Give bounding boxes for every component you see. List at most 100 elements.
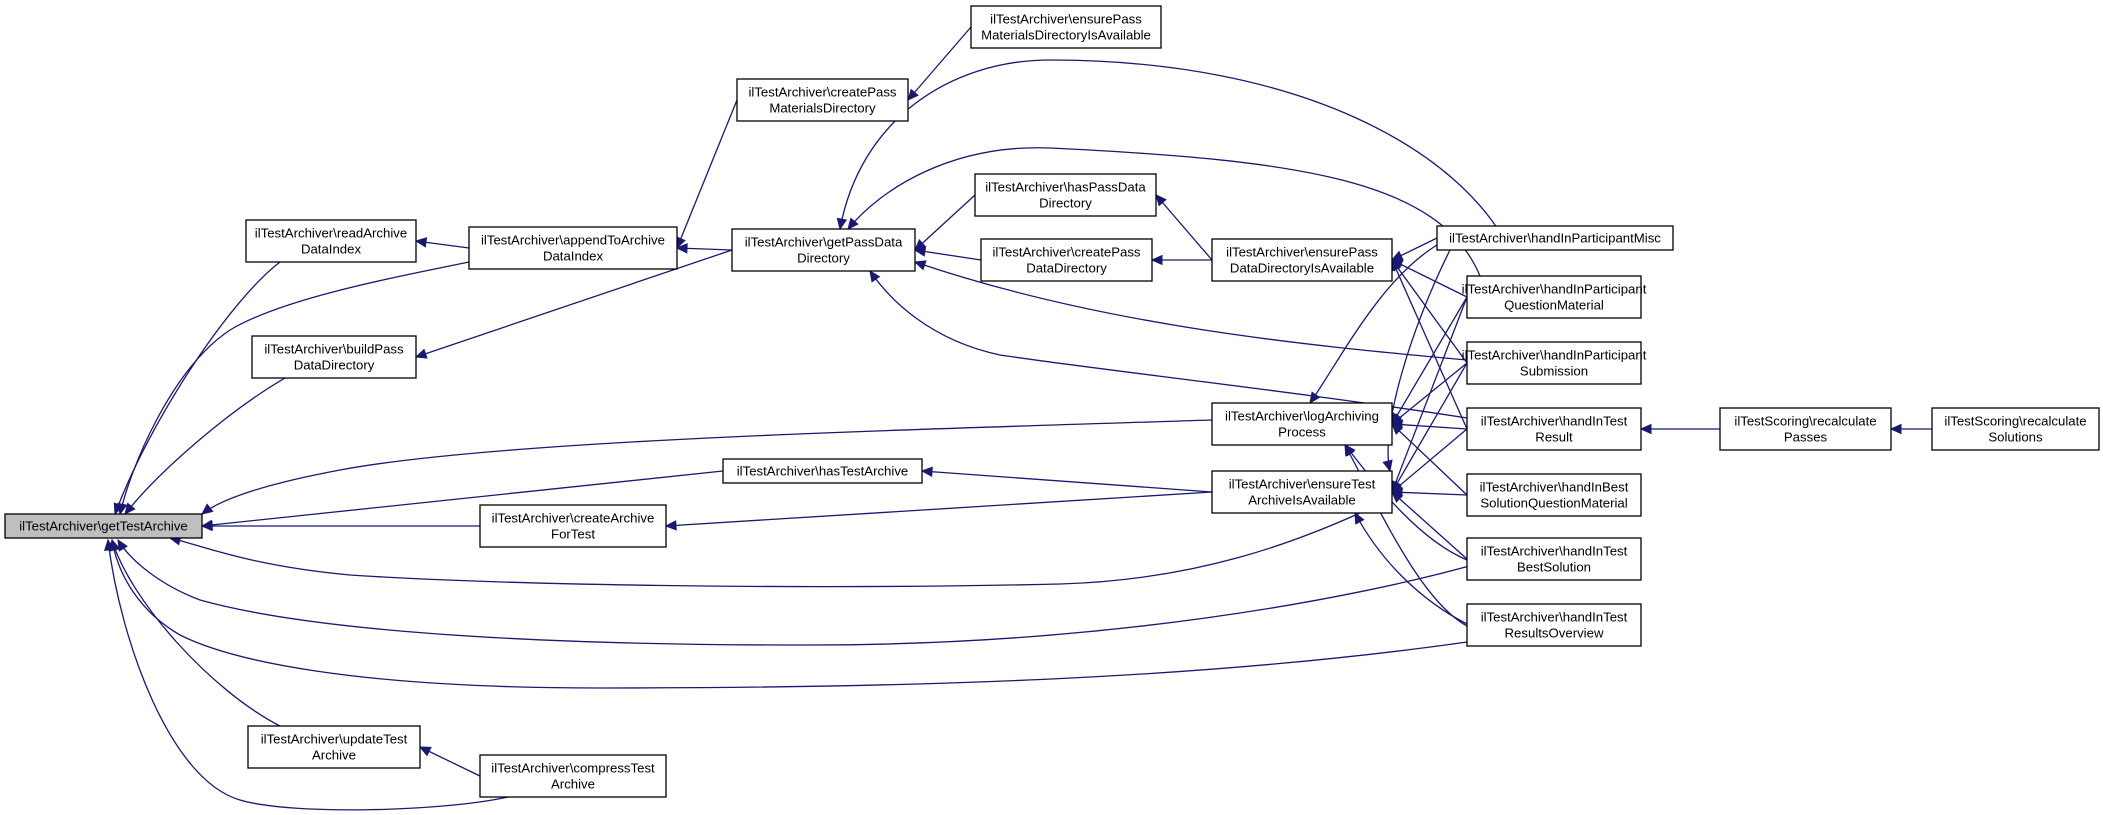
edge-createArchiveForTest-to-getTestArchive: [200, 520, 480, 532]
node-label-line: MaterialsDirectoryIsAvailable: [981, 28, 1151, 43]
arrowhead: [1391, 423, 1404, 436]
node-ensurePassMaterialsDirectoryIsAvailable[interactable]: ilTestArchiver\ensurePassMaterialsDirect…: [970, 5, 1162, 49]
edge-getPassDataDirectory-to-buildPassDataDirectory: [414, 249, 733, 359]
edge-line: [1391, 362, 1468, 493]
edge-line: [1391, 259, 1468, 430]
edge-line: [419, 746, 481, 777]
node-box: [970, 5, 1162, 49]
node-handInBestSolutionQuestionMaterial[interactable]: ilTestArchiver\handInBestSolutionQuestio…: [1466, 473, 1642, 517]
node-box: [722, 458, 923, 484]
edge-line: [665, 491, 1213, 527]
node-label-line: ilTestArchiver\hasPassData: [985, 180, 1146, 195]
node-hasTestArchive[interactable]: ilTestArchiver\hasTestArchive: [722, 458, 923, 484]
node-handInParticipantMisc[interactable]: ilTestArchiver\handInParticipantMisc: [1436, 225, 1674, 251]
node-handInParticipantQuestionMaterial[interactable]: ilTestArchiver\handInParticipantQuestion…: [1462, 275, 1647, 319]
edge-appendToArchiveDataIndex-to-getTestArchive: [117, 261, 470, 516]
arrowhead: [108, 538, 119, 552]
node-label-line: DataDirectoryIsAvailable: [1230, 261, 1374, 276]
node-label-line: ilTestArchiver\buildPass: [264, 342, 404, 357]
node-label-line: ilTestArchiver\ensurePass: [990, 12, 1142, 27]
node-box: [1466, 537, 1642, 581]
arrowhead: [117, 502, 128, 516]
node-label-line: DataIndex: [301, 242, 362, 257]
node-box: [245, 219, 417, 263]
edge-compressTestArchive-to-updateTestArchive: [418, 746, 481, 777]
node-label-line: ilTestArchiver\compressTest: [491, 761, 655, 776]
edge-line: [107, 539, 509, 811]
node-box: [479, 754, 667, 798]
edge-handInTestResultsOverview-to-getTestArchive: [108, 538, 1468, 689]
node-box: [1466, 275, 1642, 319]
edge-handInParticipantSubmission-to-ensureTestArchiveIsAvailable: [1391, 362, 1468, 494]
node-label-line: ilTestArchiver\handInParticipant: [1462, 282, 1647, 297]
edge-line: [169, 512, 1361, 588]
node-ensureTestArchiveIsAvailable[interactable]: ilTestArchiver\ensureTestArchiveIsAvaila…: [1211, 470, 1393, 514]
arrowhead: [414, 348, 428, 359]
arrowhead: [1344, 443, 1355, 457]
node-label-line: Process: [1278, 425, 1326, 440]
arrowhead: [1309, 391, 1321, 404]
node-ensurePassDataDirectoryIsAvailable[interactable]: ilTestArchiver\ensurePassDataDirectoryIs…: [1211, 238, 1393, 282]
edge-line: [1391, 259, 1468, 298]
edge-handInTestBestSolution-to-ensureTestArchiveIsAvailable: [1391, 491, 1468, 560]
edge-line: [1391, 491, 1468, 496]
node-box: [247, 725, 421, 769]
edge-handInParticipantQuestionMaterial-to-ensureTestArchiveIsAvailable: [1390, 296, 1468, 494]
edge-createPassDataDirectory-to-getPassDataDirectory: [913, 246, 982, 261]
node-label-line: ilTestScoring\recalculate: [1944, 414, 2086, 429]
arrowhead: [920, 466, 933, 478]
node-label-line: ilTestScoring\recalculate: [1734, 414, 1876, 429]
arrowhead: [200, 520, 213, 532]
edge-handInBestSolutionQuestionMaterial-to-logArchivingProcess: [1391, 423, 1468, 496]
edge-ensurePassDataDirectoryIsAvailable-to-hasPassDataDirectory: [1155, 194, 1213, 261]
edge-handInParticipantMisc-to-logArchivingProcess: [1309, 244, 1438, 404]
arrowhead: [1155, 194, 1167, 207]
arrowhead: [664, 520, 677, 531]
node-handInParticipantSubmission[interactable]: ilTestArchiver\handInParticipantSubmissi…: [1462, 341, 1647, 385]
edge-line: [1387, 249, 1451, 472]
node-label-line: ilTestArchiver\getTestArchive: [19, 519, 188, 534]
node-box: [1211, 402, 1393, 446]
edge-updateTestArchive-to-getTestArchive: [109, 538, 281, 727]
edge-ensurePassDataDirectoryIsAvailable-to-createPassDataDirectory: [1150, 254, 1212, 266]
arrowhead: [1390, 250, 1404, 261]
node-label-line: QuestionMaterial: [1504, 298, 1604, 313]
edge-ensureTestArchiveIsAvailable-to-hasTestArchive: [920, 466, 1213, 493]
node-box: [1466, 603, 1642, 647]
node-label-line: Passes: [1784, 430, 1828, 445]
arrowhead: [418, 746, 432, 757]
edge-line: [1391, 423, 1468, 496]
edge-line: [1354, 512, 1468, 625]
node-label-line: DataIndex: [543, 249, 604, 264]
node-label-line: ilTestArchiver\handInParticipantMisc: [1449, 231, 1661, 246]
arrowhead: [124, 502, 136, 515]
edge-handInParticipantQuestionMaterial-to-getPassDataDirectory: [847, 147, 1481, 277]
node-label-line: ilTestArchiver\getPassData: [745, 235, 903, 250]
arrowhead: [201, 503, 214, 515]
node-label-line: ilTestArchiver\handInTest: [1481, 610, 1628, 625]
edge-getPassDataDirectory-to-appendToArchiveDataIndex: [675, 243, 733, 254]
node-createPassMaterialsDirectory[interactable]: ilTestArchiver\createPassMaterialsDirect…: [736, 78, 909, 122]
node-label-line: ilTestArchiver\createPass: [748, 85, 896, 100]
node-label-line: ilTestArchiver\ensureTest: [1229, 477, 1376, 492]
edge-recalculateSolutions-to-recalculatePasses: [1889, 423, 1932, 435]
node-getTestArchive[interactable]: ilTestArchiver\getTestArchive: [4, 513, 203, 539]
node-label-line: Directory: [1039, 196, 1092, 211]
arrowhead: [1150, 254, 1163, 266]
node-label-line: BestSolution: [1517, 560, 1591, 575]
